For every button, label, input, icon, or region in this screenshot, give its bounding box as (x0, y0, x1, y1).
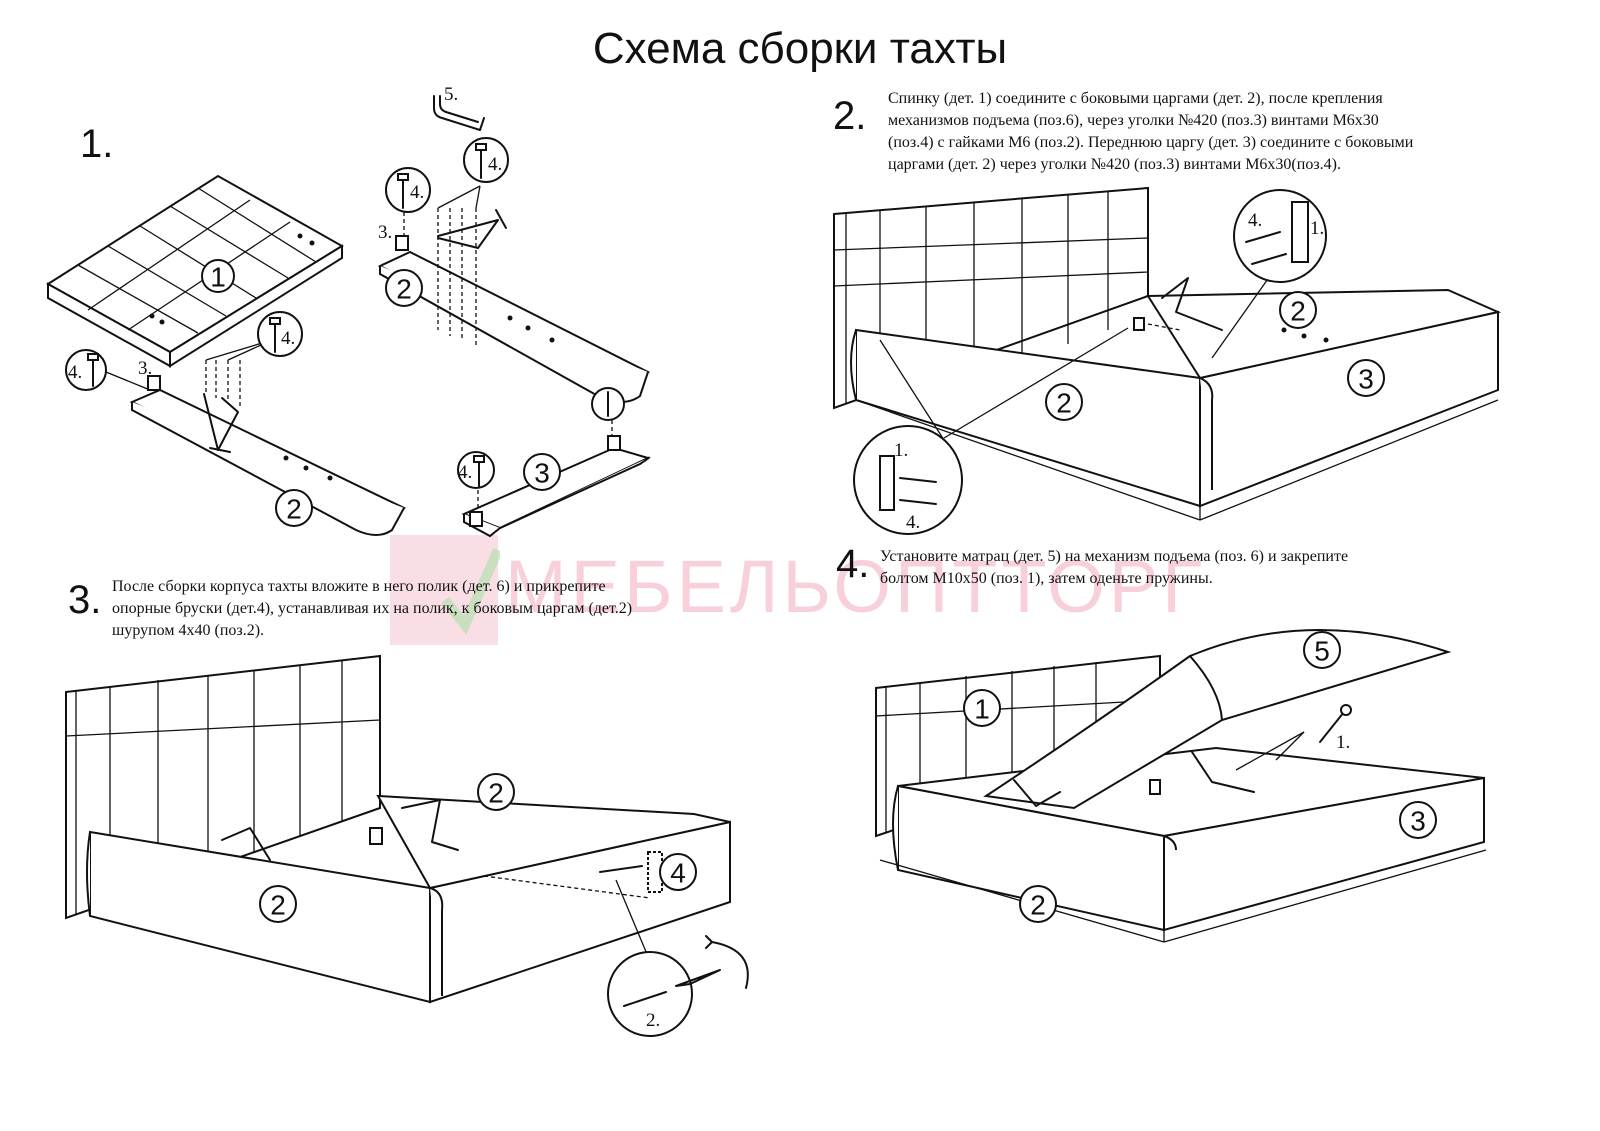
svg-text:1: 1 (974, 694, 990, 725)
screw-detail-bubble (591, 387, 625, 421)
svg-text:2: 2 (488, 778, 504, 809)
bed-frame-step3 (65, 654, 731, 1004)
screw-detail-bubble: 4. (463, 137, 509, 183)
svg-text:3: 3 (534, 458, 550, 489)
step-1-number: 1. (80, 122, 114, 166)
step-4-number: 4. (836, 542, 870, 586)
instruction-line: болтом М10х50 (поз. 1), затем оденьте пр… (880, 570, 1213, 587)
side-rail-left (129, 375, 407, 536)
svg-text:2: 2 (286, 494, 302, 525)
step-3-instructions: После сборки корпуса тахты вложите в нег… (112, 576, 632, 642)
pos-label: 3. (138, 358, 152, 379)
side-rail-right (377, 209, 651, 403)
part-badge: 2 (275, 489, 313, 527)
page-title: Схема сборки тахты (592, 24, 1008, 73)
svg-text:2: 2 (396, 274, 412, 305)
watermark-text: МЕБЕЛЬОПТТОРГ (505, 545, 1207, 628)
svg-text:3: 3 (1410, 806, 1426, 837)
svg-text:1: 1 (210, 262, 226, 293)
svg-text:5: 5 (1314, 636, 1330, 667)
screw-detail-bubble: 4. (385, 167, 431, 213)
part-badge: 3 (523, 453, 561, 491)
step-2-instructions: Спинку (дет. 1) соедините с боковыми цар… (888, 88, 1413, 176)
svg-text:4.: 4. (906, 512, 920, 533)
part-badge: 2 (1045, 383, 1083, 421)
headboard-panel (46, 174, 344, 368)
svg-text:2.: 2. (646, 1010, 660, 1031)
svg-text:1.: 1. (1336, 732, 1350, 753)
bracket-detail-bubble: 4. 1. (1233, 189, 1327, 283)
screw-detail-bubble: 2. (607, 951, 693, 1037)
part-badge: 2 (1279, 291, 1317, 329)
screw-detail-bubble: 4. (457, 451, 495, 489)
watermark-check-icon (441, 547, 500, 635)
step-4-instructions: Установите матрац (дет. 5) на механизм п… (880, 546, 1348, 590)
svg-text:4: 4 (670, 858, 686, 889)
instruction-line: (поз.4) с гайками М6 (поз.2). Переднюю ц… (888, 134, 1414, 151)
front-rail (461, 435, 651, 538)
screw-tip-detail (675, 935, 749, 989)
svg-text:1.: 1. (1310, 218, 1324, 239)
instruction-line: царгами (дет. 2) через уголки №420 (поз.… (888, 156, 1341, 173)
part-badge: 2 (259, 885, 297, 923)
svg-text:4.: 4. (68, 362, 82, 383)
part-badge: 2 (477, 773, 515, 811)
bed-frame-step4 (875, 628, 1487, 943)
part-badge: 4 (659, 853, 697, 891)
bed-frame-step2 (833, 186, 1502, 521)
svg-text:5.: 5. (444, 84, 458, 105)
instruction-line: Установите матрац (дет. 5) на механизм п… (880, 548, 1349, 565)
svg-text:4.: 4. (281, 328, 295, 349)
part-badge: 1 (963, 689, 1001, 727)
part-badge: 3 (1347, 359, 1385, 397)
instruction-line: опорные бруски (дет.4), устанавливая их … (112, 600, 633, 617)
instruction-line: Спинку (дет. 1) соедините с боковыми цар… (888, 90, 1383, 107)
screw-detail-bubble: 4. (65, 349, 107, 391)
svg-text:4.: 4. (1248, 210, 1262, 231)
part-badge: 5 (1303, 631, 1341, 669)
part-badge: 2 (1019, 885, 1057, 923)
svg-text:2: 2 (270, 890, 286, 921)
part-badge: 3 (1399, 801, 1437, 839)
bracket-detail-bubble: 1. 4. (853, 425, 963, 535)
svg-text:4.: 4. (410, 182, 424, 203)
svg-text:2: 2 (1290, 296, 1306, 327)
svg-text:4.: 4. (488, 154, 502, 175)
part-badge: 2 (385, 269, 423, 307)
svg-text:2: 2 (1056, 388, 1072, 419)
pos-label: 3. (378, 222, 392, 243)
bolt-detail: 1. (1235, 704, 1352, 771)
screw-detail-bubble: 4. (257, 311, 303, 357)
instruction-line: механизмов подъема (поз.6), через уголки… (888, 112, 1379, 129)
svg-text:2: 2 (1030, 890, 1046, 921)
step-2-number: 2. (833, 94, 867, 138)
part-badge: 1 (201, 259, 235, 293)
instruction-line: После сборки корпуса тахты вложите в нег… (112, 578, 606, 595)
allen-key-icon: 5. (433, 84, 485, 131)
instruction-line: шурупом 4х40 (поз.2). (112, 622, 265, 639)
svg-text:4.: 4. (458, 462, 472, 483)
svg-text:3: 3 (1358, 364, 1374, 395)
svg-text:1.: 1. (894, 440, 908, 461)
step-3-number: 3. (68, 578, 102, 622)
